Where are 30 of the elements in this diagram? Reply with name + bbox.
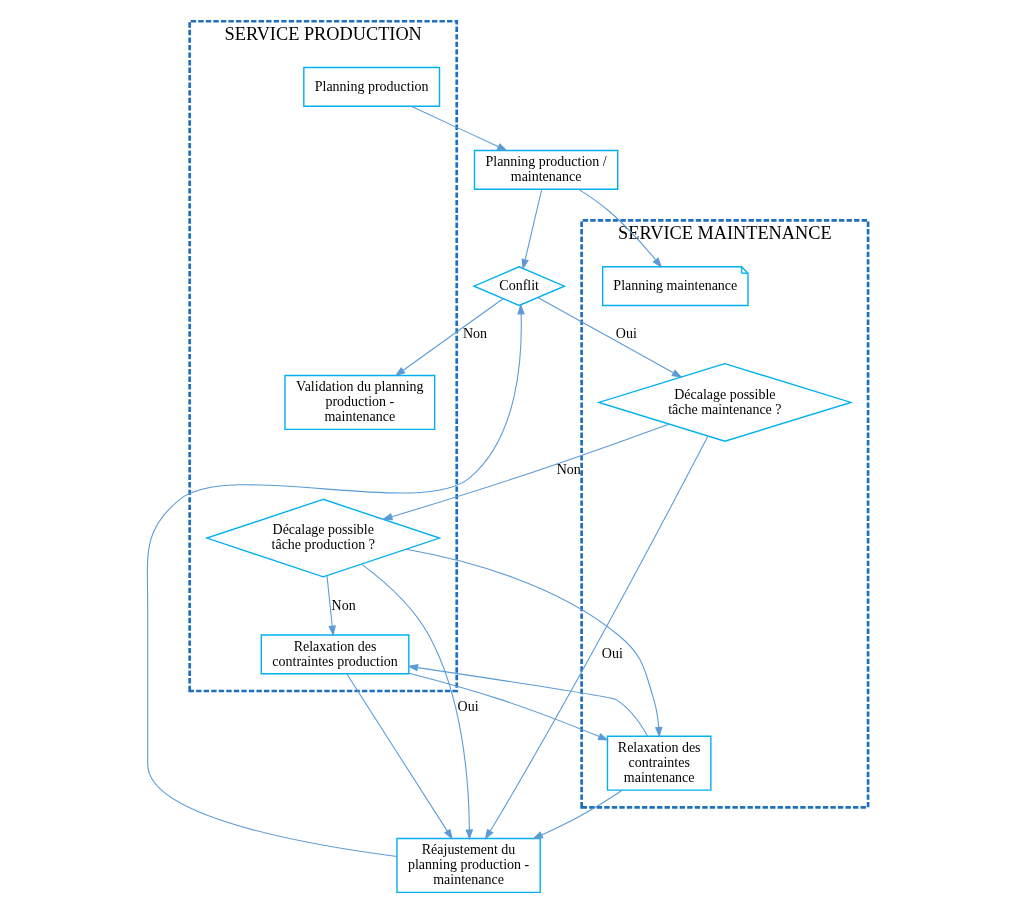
arrow <box>537 297 683 378</box>
node-box: Relaxation des contraintes maintenance <box>606 735 712 791</box>
edge-label: Non <box>331 597 356 613</box>
arrow <box>578 188 663 268</box>
arrow <box>146 303 525 858</box>
edge-label: Oui <box>615 326 637 342</box>
node-diamond: Conflit <box>472 266 567 307</box>
edge-label: Non <box>556 461 581 477</box>
arrow <box>346 673 453 840</box>
arrow <box>408 672 609 741</box>
arrow <box>405 548 663 738</box>
node-box: Planning production / maintenance <box>473 149 619 190</box>
arrow <box>532 789 623 840</box>
node-diamond: Décalage possible tâche production ? <box>204 498 442 578</box>
node-box: Validation du planning production - maintenance <box>284 374 436 431</box>
edge-label: Oui <box>457 698 479 714</box>
arrow <box>410 105 508 152</box>
node-box: Planning production <box>303 66 441 107</box>
arrow <box>381 423 670 521</box>
node-box: Relaxation des contraintes production <box>260 634 410 675</box>
arrow <box>394 298 504 377</box>
arrow <box>326 575 336 637</box>
edge-label: Non <box>462 326 488 342</box>
node-diamond: Décalage possible tâche maintenance ? <box>596 362 854 442</box>
arrow <box>361 563 474 841</box>
arrow <box>484 435 709 840</box>
arrow <box>407 663 648 737</box>
arrow <box>521 188 543 270</box>
edge-label: Oui <box>601 646 623 662</box>
node-box: Réajustement du planning production - maintenance <box>396 837 541 894</box>
